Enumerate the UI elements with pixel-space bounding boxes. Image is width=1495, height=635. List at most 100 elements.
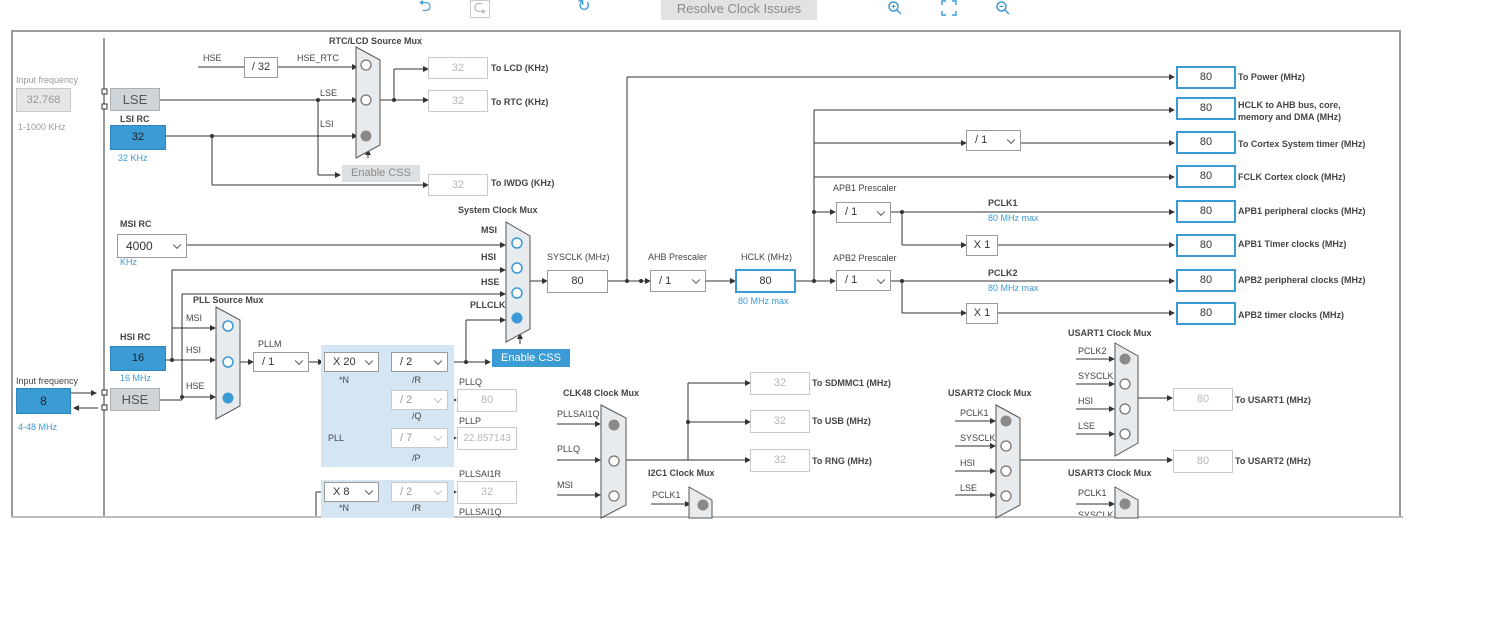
output-apb1-periph-value[interactable]: 80 bbox=[1176, 200, 1236, 223]
apb1-prescaler-select[interactable]: / 1 bbox=[836, 202, 891, 223]
plln-label: *N bbox=[339, 375, 350, 385]
i2c1-pclk1-label: PCLK1 bbox=[652, 490, 681, 500]
pclk2-max-label: 80 MHz max bbox=[988, 283, 1039, 293]
pllq-value: 80 bbox=[457, 389, 517, 412]
pclk2-label: PCLK2 bbox=[988, 268, 1018, 278]
cortex-timer-divider-select[interactable]: / 1 bbox=[966, 130, 1021, 151]
sysclk-label: SYSCLK (MHz) bbox=[547, 252, 610, 262]
clk48-msi-label: MSI bbox=[557, 480, 574, 490]
to-iwdg-value: 32 bbox=[428, 174, 488, 196]
to-rtc-label: To RTC (KHz) bbox=[491, 97, 549, 107]
to-usart2-label: To USART2 (MHz) bbox=[1235, 456, 1311, 466]
usart1-sysclk-label: SYSCLK bbox=[1078, 371, 1114, 381]
usart1-lse-label: LSE bbox=[1078, 421, 1096, 431]
sysmux-msi-label: MSI bbox=[481, 225, 498, 235]
hsi-block: 16 bbox=[110, 346, 166, 371]
pclk1-label: PCLK1 bbox=[988, 198, 1018, 208]
output-fclk-value[interactable]: 80 bbox=[1176, 165, 1236, 188]
to-usb-value: 32 bbox=[750, 410, 810, 433]
hse-rtc-label: HSE_RTC bbox=[297, 53, 339, 63]
output-hclk-ahb-value[interactable]: 80 bbox=[1176, 97, 1236, 120]
plln-select[interactable]: X 20 bbox=[324, 352, 379, 372]
output-apb2-periph-label: APB2 peripheral clocks (MHz) bbox=[1238, 275, 1366, 285]
hse-range-label: 4-48 MHz bbox=[18, 422, 58, 432]
pllm-label: PLLM bbox=[258, 339, 282, 349]
usart1-pclk2-label: PCLK2 bbox=[1078, 346, 1107, 356]
pllq-label: PLLQ bbox=[459, 377, 483, 387]
rtc-hse-label: HSE bbox=[203, 53, 222, 63]
ahb-prescaler-select[interactable]: / 1 bbox=[650, 270, 706, 292]
msi-rc-label: MSI RC bbox=[120, 219, 152, 229]
apb1-prescaler-label: APB1 Prescaler bbox=[833, 183, 897, 193]
pll-label: PLL bbox=[328, 433, 345, 443]
zoom-in-icon[interactable] bbox=[886, 0, 904, 16]
pllsai1n-select[interactable]: X 8 bbox=[324, 482, 379, 502]
output-power-value[interactable]: 80 bbox=[1176, 66, 1236, 89]
output-fclk-label: FCLK Cortex clock (MHz) bbox=[1238, 172, 1346, 182]
to-lcd-label: To LCD (KHz) bbox=[491, 63, 549, 73]
lsi-freq-label: 32 KHz bbox=[118, 153, 148, 163]
reset-icon[interactable]: ↻ bbox=[577, 0, 591, 15]
output-apb1-timer-value[interactable]: 80 bbox=[1176, 234, 1236, 257]
sysmux-hse-label: HSE bbox=[481, 277, 500, 287]
to-sdmmc-value: 32 bbox=[750, 372, 810, 395]
sysmux-pllclk-label: PLLCLK bbox=[470, 300, 506, 310]
msi-range-select[interactable]: 4000 bbox=[117, 234, 187, 258]
output-apb1-timer-label: APB1 Timer clocks (MHz) bbox=[1238, 239, 1347, 249]
pllp-select[interactable]: / 7 bbox=[391, 428, 448, 448]
hse-input-frequency-label: Input frequency bbox=[16, 376, 79, 386]
resolve-clock-issues-button[interactable]: Resolve Clock Issues bbox=[661, 0, 817, 20]
clk48-pllsai1q-label: PLLSAI1Q bbox=[557, 409, 600, 419]
to-usart1-value: 80 bbox=[1173, 388, 1233, 411]
rtc-lse-label: LSE bbox=[320, 88, 338, 98]
pllp-div-label: /P bbox=[412, 453, 421, 463]
msi-unit-label: KHz bbox=[120, 257, 138, 267]
pll-src-msi-label: MSI bbox=[186, 313, 203, 323]
pllr-select[interactable]: / 2 bbox=[391, 352, 448, 372]
rtc-enable-css-button[interactable]: Enable CSS bbox=[342, 165, 420, 182]
usart3-pclk1-label: PCLK1 bbox=[1078, 488, 1107, 498]
sysmux-enable-css-button[interactable]: Enable CSS bbox=[492, 349, 570, 367]
output-apb2-timer-value[interactable]: 80 bbox=[1176, 302, 1236, 325]
hsi-freq-label: 16 MHz bbox=[120, 373, 152, 383]
usart2-sysclk-label: SYSCLK bbox=[960, 433, 996, 443]
clock-tree-canvas bbox=[11, 30, 1401, 518]
pll-src-hsi-label: HSI bbox=[186, 345, 202, 355]
zoom-out-icon[interactable] bbox=[994, 0, 1012, 16]
to-usart2-value: 80 bbox=[1173, 450, 1233, 473]
to-usb-label: To USB (MHz) bbox=[812, 416, 871, 426]
hclk-input[interactable]: 80 bbox=[735, 269, 796, 293]
lse-block: LSE bbox=[110, 88, 160, 111]
lse-range-label: 1-1000 KHz bbox=[18, 122, 66, 132]
pllsai1n-label: *N bbox=[339, 503, 350, 513]
i2c1-mux-title: I2C1 Clock Mux bbox=[648, 468, 715, 478]
to-iwdg-label: To IWDG (KHz) bbox=[491, 178, 555, 188]
apb1-timer-multiplier: X 1 bbox=[966, 235, 998, 256]
pllq-div-label: /Q bbox=[412, 411, 422, 421]
hclk-label: HCLK (MHz) bbox=[741, 252, 792, 262]
pllm-select[interactable]: / 1 bbox=[253, 352, 309, 372]
to-rng-value: 32 bbox=[750, 449, 810, 472]
fit-icon[interactable] bbox=[940, 0, 958, 16]
output-apb2-periph-value[interactable]: 80 bbox=[1176, 269, 1236, 292]
lse-input-field[interactable]: 32.768 bbox=[16, 88, 71, 112]
pllq-select[interactable]: / 2 bbox=[391, 390, 448, 410]
usart3-mux-title: USART3 Clock Mux bbox=[1068, 468, 1152, 478]
pllsai1r-div-label: /R bbox=[412, 503, 421, 513]
usart3-sysclk-label: SYSCLK bbox=[1078, 510, 1114, 516]
output-cortex-timer-value[interactable]: 80 bbox=[1176, 131, 1236, 154]
output-hclk-ahb-label: HCLK to AHB bus, core, bbox=[1238, 100, 1341, 110]
pllp-label: PLLP bbox=[459, 416, 482, 426]
apb2-timer-multiplier: X 1 bbox=[966, 303, 998, 324]
lse-input-frequency-label: Input frequency bbox=[16, 75, 79, 85]
undo-icon[interactable]: ⮌ bbox=[418, 0, 432, 15]
clk48-pllq-label: PLLQ bbox=[557, 444, 581, 454]
rtc-mux-title: RTC/LCD Source Mux bbox=[329, 36, 423, 46]
to-rng-label: To RNG (MHz) bbox=[812, 456, 872, 466]
pclk1-max-label: 80 MHz max bbox=[988, 213, 1039, 223]
hse-input-field[interactable]: 8 bbox=[16, 388, 71, 414]
pllsai1r-select[interactable]: / 2 bbox=[391, 482, 448, 502]
pllsai1r-value: 32 bbox=[457, 481, 517, 504]
apb2-prescaler-select[interactable]: / 1 bbox=[836, 270, 891, 291]
to-sdmmc-label: To SDMMC1 (MHz) bbox=[812, 378, 891, 388]
